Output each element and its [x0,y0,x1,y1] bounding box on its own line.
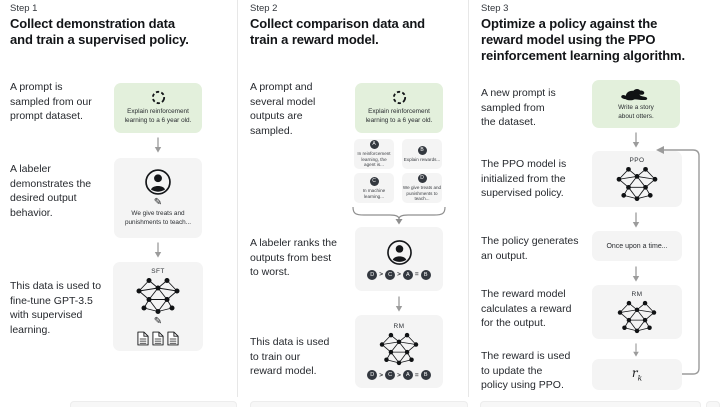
output-c-text: In machine learning... [362,187,386,199]
sampling-icon [151,90,166,105]
step-1-demo-text: We give treats and punishments to teach.… [124,210,192,226]
step-2-caption-labeler: A labeler ranks the outputs from best to… [250,237,337,279]
document-icon [152,331,164,346]
step-3-caption-output: The policy generates an output. [481,235,579,262]
labeler-person-icon [144,168,172,196]
pencil-icon: ✎ [153,197,163,209]
sft-label: SFT [151,267,165,275]
rank-item: C [385,370,396,380]
output-box-b: B Explain rewards... [402,139,442,169]
step-3-prompt-box: Write a story about otters. [592,80,680,128]
column-divider [237,0,238,397]
rank-separator: > [379,371,384,379]
ppo-feedback-loop-arrow [656,146,700,375]
rank-item: A [402,370,413,380]
output-c-badge: C [369,176,379,186]
cutoff-next-row-bar [480,401,701,407]
step-3-caption-reward: The reward model calculates a reward for… [481,288,572,330]
step-1-prompt-box: Explain reinforcement learning to a 6 ye… [114,83,202,133]
neural-network-icon [617,300,657,334]
step-1-caption-labeler: A labeler demonstrates the desired outpu… [10,163,92,220]
step-3-title: Optimize a policy against the reward mod… [481,16,686,63]
step-3-caption-ppo: The PPO model is initialized from the su… [481,158,567,200]
arrow-down-icon [631,266,641,282]
ppo-label: PPO [629,156,645,164]
document-icon [137,331,149,346]
step-3-reward-box: rk [592,359,682,390]
labeler-person-icon [386,239,413,266]
step-2-title: Collect comparison data and train a rewa… [250,16,426,47]
rm-label: RM [631,290,643,298]
reward-symbol: rk [631,366,643,383]
documents-row [137,331,179,346]
step-3-output-text: Once upon a time... [606,242,668,250]
step-2-labeler-box: D > C > A = B [355,227,443,291]
output-box-c: C In machine learning... [354,173,394,203]
neural-network-icon [136,277,180,315]
step-2-label: Step 2 [250,3,278,14]
rank-item: B [420,370,431,380]
rank-item: C [385,269,396,280]
rank-separator: = [414,371,419,379]
step-1-prompt-text: Explain reinforcement learning to a 6 ye… [124,108,192,124]
brace-icon [352,206,446,225]
step-3-label: Step 3 [481,3,509,14]
step-1-caption-prompt: A prompt is sampled from our prompt data… [10,81,92,123]
otter-icon [620,87,652,103]
arrow-down-icon [394,296,404,312]
step-3-ppo-box: PPO [592,151,682,207]
arrow-down-icon [631,212,641,228]
rank-item: A [402,269,413,280]
column-divider [468,0,469,397]
cutoff-next-row-bar [250,401,468,407]
rank-item: D [367,269,378,280]
output-box-d: D We give treats and punishments to teac… [402,173,442,203]
step-2-caption-prompt: A prompt and several model outputs are s… [250,81,316,138]
arrow-down-icon [631,132,641,148]
output-b-badge: B [417,145,427,155]
output-d-text: We give treats and punishments to teach.… [402,184,442,202]
arrow-down-icon [153,137,163,153]
sampling-icon [392,90,407,105]
step-1-caption-data: This data is used to fine-tune GPT-3.5 w… [10,280,102,337]
step-3-caption-update: The reward is used to update the policy … [481,350,571,392]
rank-item: D [367,370,378,380]
step-1-title: Collect demonstration data and train a s… [10,16,189,47]
step-3-caption-prompt: A new prompt is sampled from the dataset… [481,87,556,129]
step-2-rm-box: RM D > C > A = B [355,315,443,388]
pencil-icon: ✎ [153,315,163,327]
rm-label: RM [393,323,405,330]
output-b-text: Explain rewards... [403,156,441,162]
step-1-label: Step 1 [10,3,38,14]
rank-item: B [420,269,431,280]
step-2-caption-data: This data is used to train our reward mo… [250,336,330,378]
output-box-a: A In reinforcement learning, the agent i… [354,139,394,169]
output-a-badge: A [369,139,379,149]
step-2-prompt-box: Explain reinforcement learning to a 6 ye… [355,83,443,133]
step-3-rm-box: RM [592,285,682,339]
rank-separator: > [397,371,401,379]
step-2-prompt-text: Explain reinforcement learning to a 6 ye… [365,108,433,124]
ranking-row: D > C > A = B [367,269,431,280]
neural-network-icon [379,332,419,366]
cutoff-next-row-bar [706,401,720,407]
arrow-down-icon [631,343,641,357]
document-icon [167,331,179,346]
step-1-labeler-box: ✎ We give treats and punishments to teac… [114,158,202,238]
step-1-sft-box: SFT ✎ [113,262,203,351]
ranking-row: D > C > A = B [367,370,431,380]
rank-separator: > [379,271,384,278]
output-d-badge: D [417,173,427,183]
output-a-text: In reinforcement learning, the agent is.… [357,150,391,168]
rank-separator: > [397,271,401,278]
arrow-down-icon [153,242,163,258]
step-3-prompt-text: Write a story about otters. [618,103,654,120]
rank-separator: = [414,271,419,278]
step-3-output-box: Once upon a time... [592,231,682,261]
cutoff-next-row-bar [70,401,237,407]
